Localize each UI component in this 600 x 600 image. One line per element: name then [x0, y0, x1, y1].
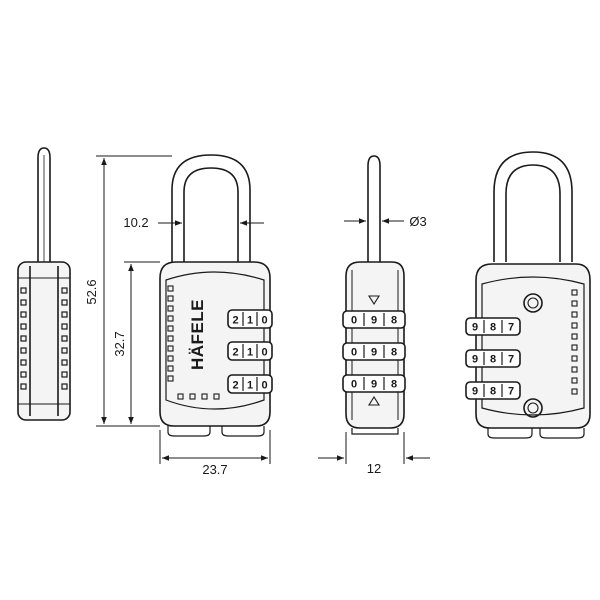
dial-digit: 7: [508, 386, 514, 398]
decor-dot: [571, 322, 578, 329]
decor-dot: [167, 325, 174, 332]
dial-digit: 0: [351, 315, 357, 327]
dial-digit: 0: [351, 379, 357, 391]
dial-digit: 9: [371, 379, 377, 391]
dial-digit: 1: [247, 315, 253, 327]
dimension-shackle-clearance: 10.2: [123, 215, 148, 230]
back-dial-1: 9 8 7: [465, 317, 521, 336]
decor-dot: [201, 393, 208, 400]
decor-dot: [20, 371, 27, 378]
dial-digit: 2: [232, 315, 238, 327]
dial-digit: 0: [351, 347, 357, 359]
front-view: [159, 154, 271, 437]
dial-digit: 8: [490, 386, 496, 398]
decor-dot: [571, 344, 578, 351]
dimension-lines: [96, 155, 430, 464]
decor-dot: [20, 359, 27, 366]
side-dial-1: 0 9 8: [342, 310, 406, 329]
dial-digit: 9: [472, 386, 478, 398]
decor-dot: [20, 311, 27, 318]
decor-dot: [571, 355, 578, 362]
dial-digit: 9: [371, 315, 377, 327]
decor-dot: [20, 287, 27, 294]
decor-dot: [167, 375, 174, 382]
decor-dot: [571, 311, 578, 318]
decor-dot: [61, 311, 68, 318]
dial-digit: 8: [391, 347, 397, 359]
dial-digit: 9: [371, 347, 377, 359]
decor-dot: [167, 335, 174, 342]
front-dial-1: 2 1 0: [227, 309, 273, 329]
brand-logo: HÄFELE: [188, 299, 207, 370]
decor-dot: [20, 323, 27, 330]
dial-digit: 8: [391, 379, 397, 391]
decor-dot: [213, 393, 220, 400]
decor-dot: [167, 365, 174, 372]
dimension-body-depth: 12: [367, 461, 381, 476]
dial-digit: 7: [508, 322, 514, 334]
back-dial-2: 9 8 7: [465, 349, 521, 368]
dimension-total-height: 52.6: [84, 279, 99, 304]
front-dial-2: 2 1 0: [227, 341, 273, 361]
decor-dot: [167, 305, 174, 312]
back-dial-3: 9 8 7: [465, 381, 521, 400]
decor-dot: [20, 335, 27, 342]
decor-dot: [571, 388, 578, 395]
dial-digit: 2: [232, 380, 238, 392]
dial-digit: 8: [391, 315, 397, 327]
dial-digit: 9: [472, 322, 478, 334]
dial-digit: 0: [261, 380, 267, 392]
decor-dot: [61, 335, 68, 342]
decor-dot: [571, 366, 578, 373]
decor-dot: [20, 347, 27, 354]
front-dial-3: 2 1 0: [227, 374, 273, 394]
dial-digit: 0: [261, 315, 267, 327]
dial-digit: 2: [232, 347, 238, 359]
decor-dot: [61, 287, 68, 294]
decor-dot: [167, 345, 174, 352]
decor-dot: [61, 359, 68, 366]
decor-dot: [61, 299, 68, 306]
dial-digit: 7: [508, 354, 514, 366]
dial-digit: 1: [247, 347, 253, 359]
decor-dot: [167, 355, 174, 362]
side-dial-2: 0 9 8: [342, 342, 406, 361]
decor-dot: [167, 295, 174, 302]
decor-dot: [571, 289, 578, 296]
decor-dot: [61, 371, 68, 378]
left-side-view: [17, 147, 71, 421]
dimension-body-width: 23.7: [202, 462, 227, 477]
decor-dot: [571, 300, 578, 307]
dimension-shackle-diameter: Ø3: [409, 214, 426, 229]
decor-dot: [20, 299, 27, 306]
dimension-body-height: 32.7: [112, 331, 127, 356]
dial-digit: 1: [247, 380, 253, 392]
decor-dot: [177, 393, 184, 400]
decor-dot: [61, 383, 68, 390]
decor-dot: [61, 323, 68, 330]
decor-dot: [167, 285, 174, 292]
side-dial-3: 0 9 8: [342, 374, 406, 393]
dial-digit: 0: [261, 347, 267, 359]
decor-dot: [20, 383, 27, 390]
decor-dot: [61, 347, 68, 354]
dial-digit: 9: [472, 354, 478, 366]
decor-dot: [167, 315, 174, 322]
decor-dot: [571, 377, 578, 384]
dial-digit: 8: [490, 322, 496, 334]
dial-digit: 8: [490, 354, 496, 366]
decor-dot: [189, 393, 196, 400]
decor-dot: [571, 333, 578, 340]
